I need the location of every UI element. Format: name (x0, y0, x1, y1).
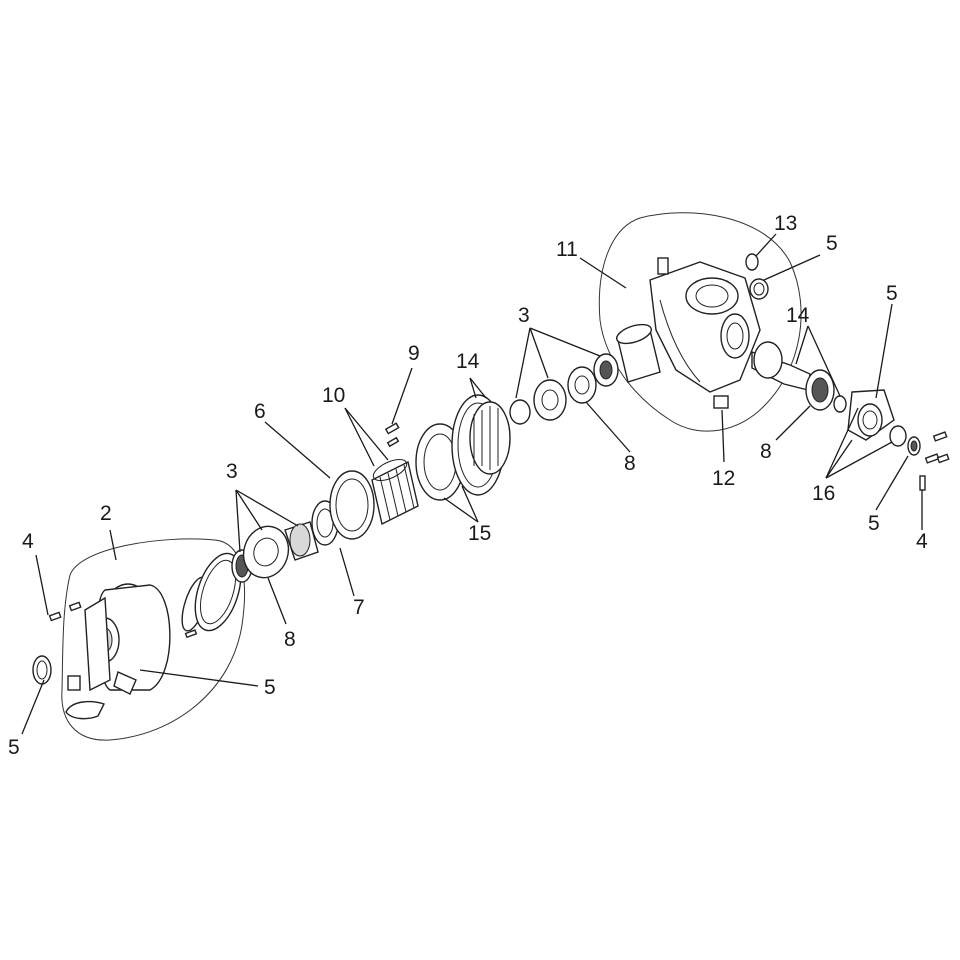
callout-4: 4 (916, 530, 928, 553)
callout-14: 14 (456, 350, 480, 373)
right-bolts (919, 431, 950, 491)
callout-5: 5 (264, 676, 276, 699)
callout-13: 13 (774, 212, 797, 235)
callout-5: 5 (826, 232, 838, 255)
callout-8: 8 (760, 440, 772, 463)
left-bearing-stack (231, 521, 319, 583)
callout-5: 5 (886, 282, 898, 305)
callout-15: 15 (468, 522, 491, 545)
callout-7: 7 (353, 596, 365, 619)
callout-11: 11 (556, 238, 578, 261)
callout-labels: 2 4 5 5 3 8 6 7 10 9 14 15 3 8 11 13 5 1… (8, 212, 928, 759)
callout-4: 4 (22, 530, 34, 553)
callout-6: 6 (254, 400, 266, 423)
housing-o-rings (181, 552, 242, 632)
sleeve-ring (616, 323, 661, 383)
callout-8: 8 (284, 628, 296, 651)
callout-5: 5 (868, 512, 880, 535)
output-shaft-assembly (751, 341, 921, 456)
callout-10: 10 (322, 384, 345, 407)
left-final-drive-housing (32, 583, 198, 720)
callout-2: 2 (100, 502, 112, 525)
callout-14: 14 (786, 304, 810, 327)
callout-5: 5 (8, 736, 20, 759)
retaining-pins (384, 422, 400, 448)
roller-cage (371, 458, 419, 526)
carrier-and-sprocket (415, 394, 511, 501)
right-gear-housing (649, 253, 769, 409)
callout-3: 3 (518, 304, 530, 327)
callout-12: 12 (712, 467, 735, 490)
left-housing-group-outline (61, 538, 246, 741)
callout-8: 8 (624, 452, 636, 475)
center-bearing-stack (509, 353, 619, 425)
right-housing-group-outline (598, 212, 802, 432)
callout-3: 3 (226, 460, 238, 483)
leader-lines (21, 233, 923, 735)
callout-9: 9 (408, 342, 420, 365)
clutch-plates (311, 470, 375, 546)
callout-16: 16 (812, 482, 835, 505)
